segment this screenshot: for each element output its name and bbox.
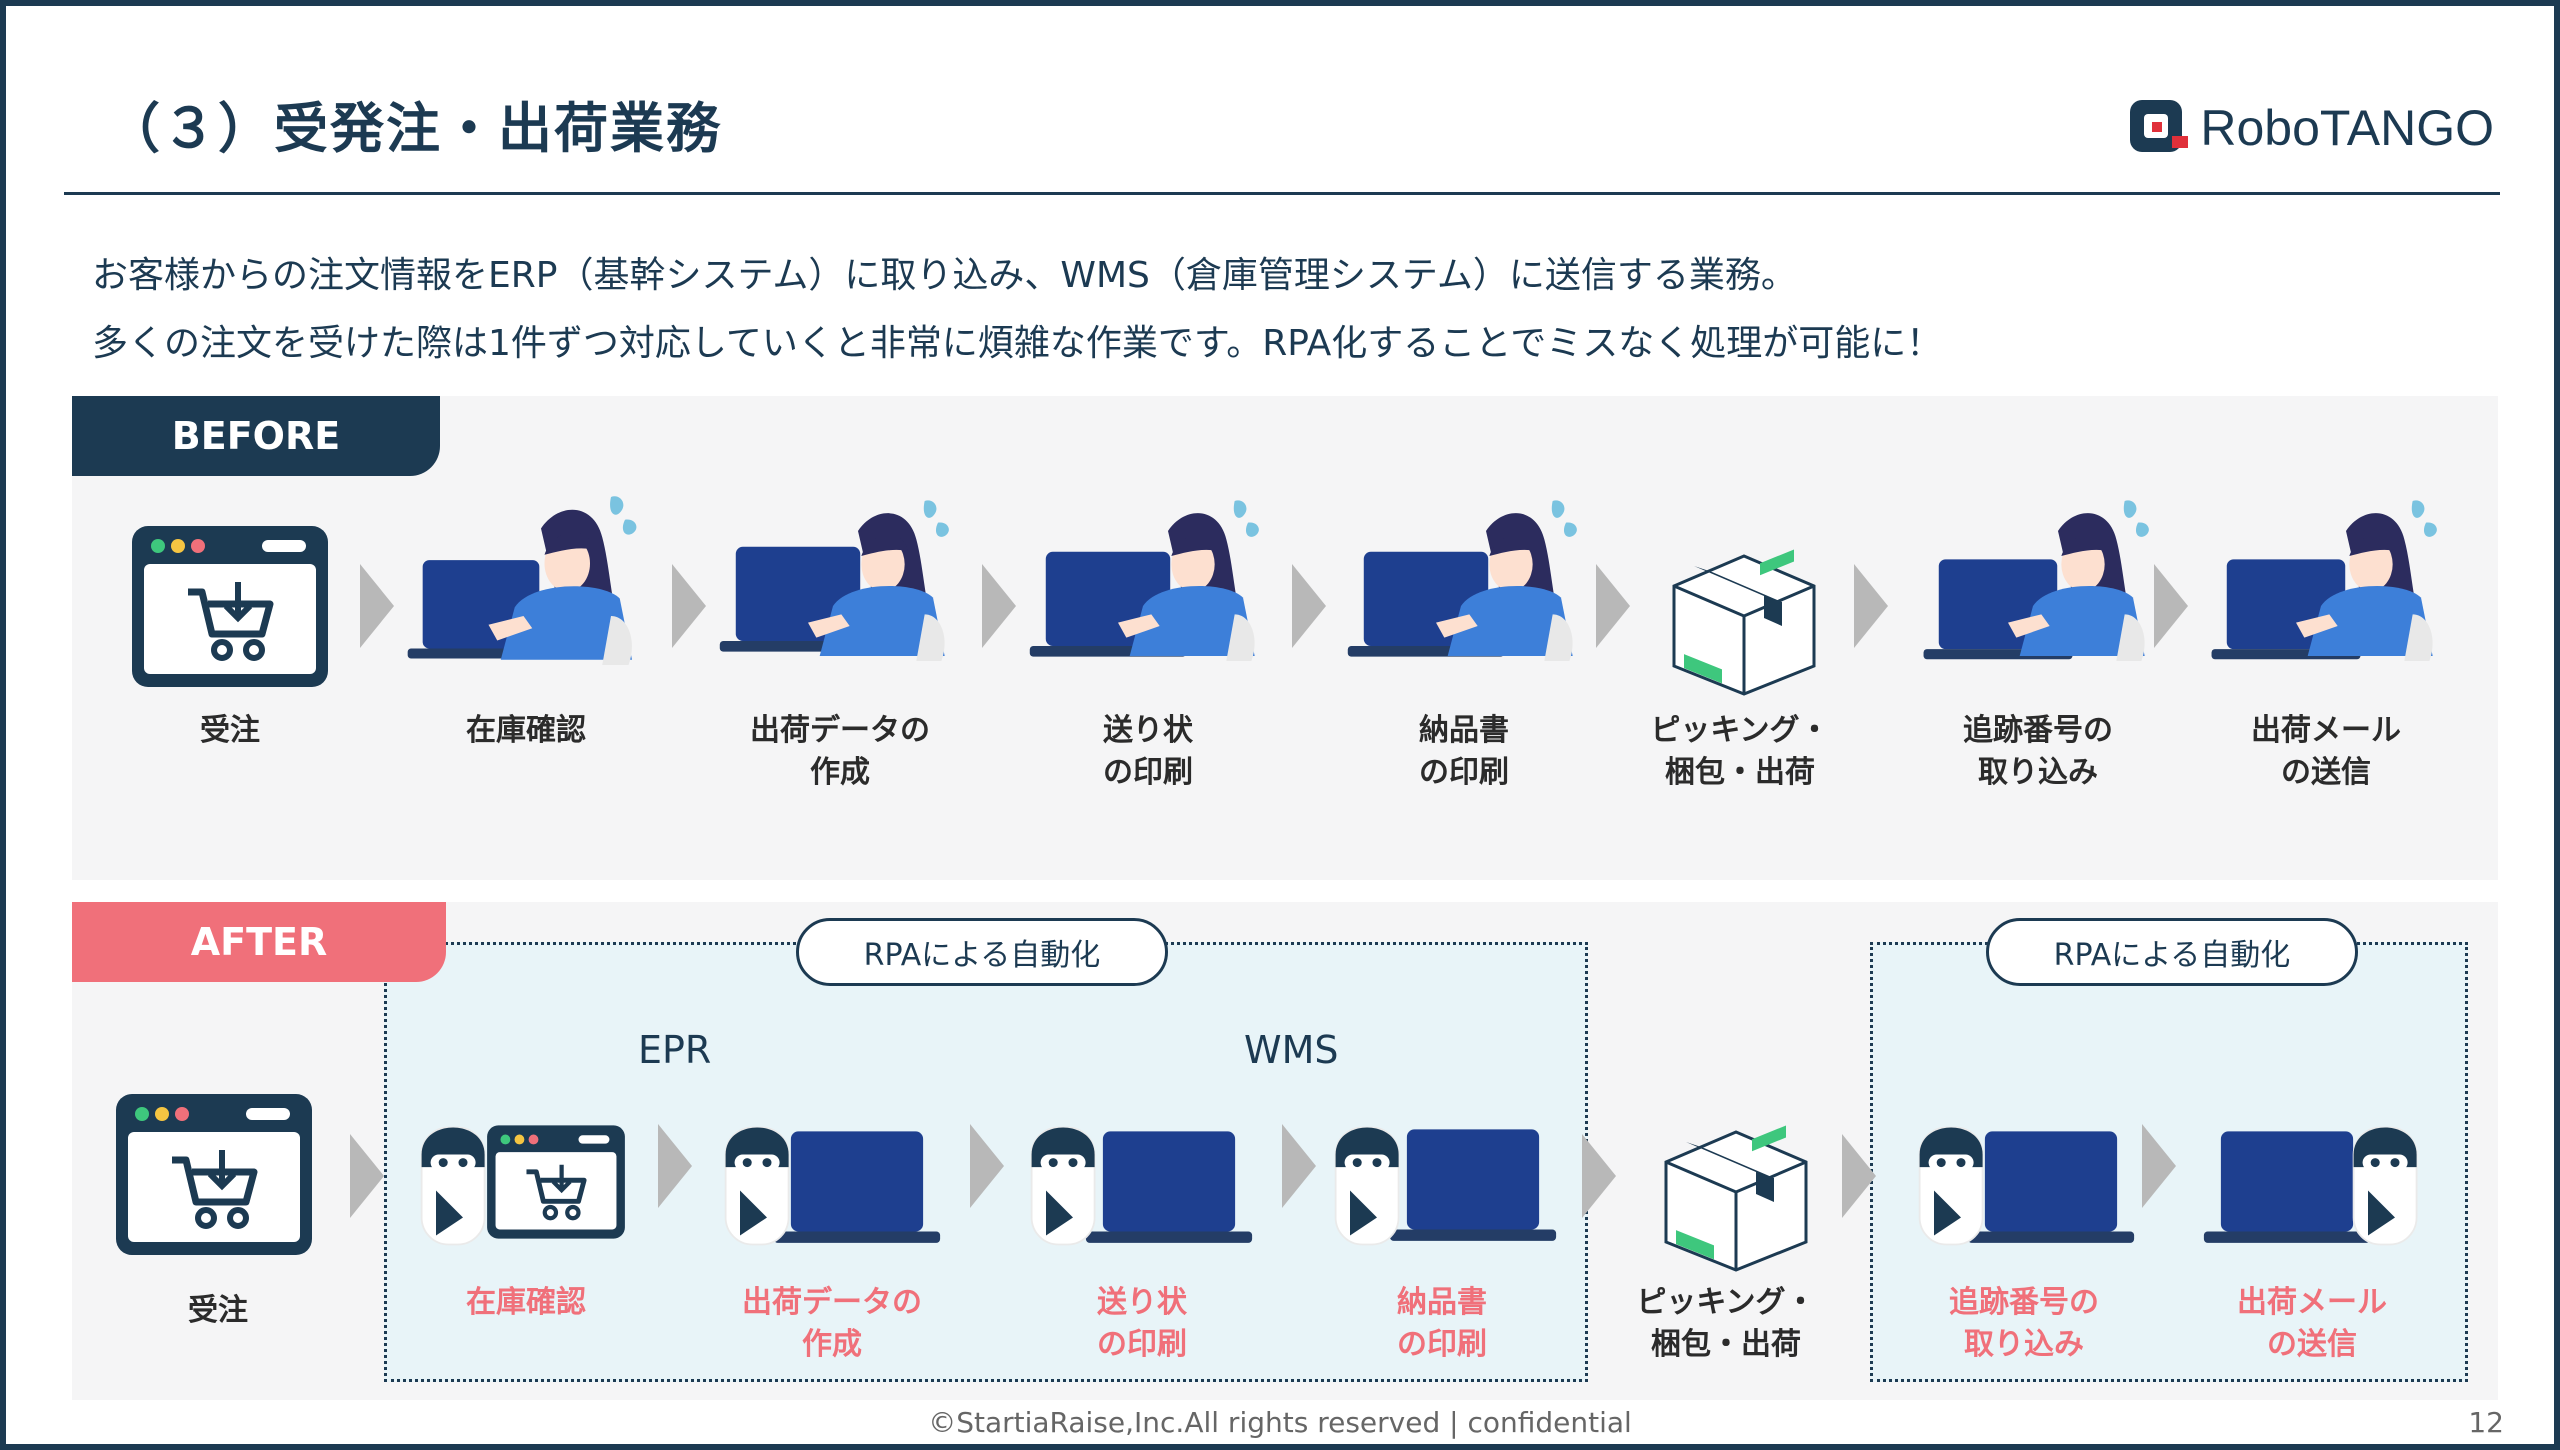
robot-browser-icon — [418, 1116, 638, 1266]
woman-at-laptop-icon — [406, 476, 646, 686]
robotango-logo-icon — [2130, 100, 2189, 152]
before-step-label: 送り状の印刷 — [1103, 713, 1193, 790]
after-step-label: ピッキング・梱包・出荷 — [1636, 1285, 1816, 1362]
flow-arrow — [1292, 564, 1326, 648]
intro-line-1: お客様からの注文情報をERP（基幹システム）に取り込み、WMS（倉庫管理システム… — [92, 255, 1797, 296]
after-step-label: 在庫確認 — [466, 1285, 586, 1320]
before-tab: BEFORE — [72, 396, 440, 476]
after-step-label: 送り状の印刷 — [1097, 1285, 1187, 1362]
automation-label: RPAによる自動化 — [1986, 918, 2358, 986]
flow-arrow — [350, 1134, 384, 1218]
before-step-label: 納品書の印刷 — [1419, 713, 1509, 790]
after-step-label: 受注 — [188, 1293, 248, 1328]
robot-invoice-icon — [1332, 1092, 1562, 1266]
before-step-label: 出荷メールの送信 — [2251, 713, 2401, 790]
slide: （３）受発注・出荷業務 RoboTANGO お客様からの注文情報をERP（基幹シ… — [6, 6, 2554, 1444]
woman-at-laptop-checklist-icon — [718, 476, 958, 686]
logo-text: RoboTANGO — [2200, 100, 2494, 156]
flow-arrow — [1596, 564, 1630, 648]
shopping-cart-browser-icon — [114, 1092, 314, 1257]
copyright-footer: ©StartiaRaise,Inc.All rights reserved | … — [928, 1406, 1632, 1439]
robot-laptop-mail-icon — [2202, 1116, 2422, 1266]
before-step-label: 追跡番号の取り込み — [1963, 713, 2113, 790]
flow-arrow — [658, 1124, 692, 1208]
flow-arrow — [672, 564, 706, 648]
flow-arrow — [1282, 1124, 1316, 1208]
robot-laptop-spreadsheet-icon — [1916, 1116, 2136, 1266]
flow-arrow — [1842, 1134, 1876, 1218]
page-title: （３）受発注・出荷業務 — [106, 97, 722, 160]
before-step-label: 出荷データの作成 — [750, 713, 930, 790]
after-step-label: 出荷データの作成 — [742, 1285, 922, 1362]
flow-arrow — [970, 1124, 1004, 1208]
flow-arrow — [1582, 1134, 1616, 1218]
flow-arrow — [2142, 1124, 2176, 1208]
robot-laptop-form-icon — [1028, 1116, 1258, 1266]
logo: RoboTANGO — [2126, 96, 2494, 160]
woman-at-laptop-mail-icon — [2206, 476, 2446, 686]
before-step-label: 受注 — [200, 713, 260, 748]
flow-arrow — [982, 564, 1016, 648]
after-step-label: 追跡番号の取り込み — [1949, 1285, 2099, 1362]
after-step-label: 出荷メールの送信 — [2237, 1285, 2387, 1362]
automation-label: RPAによる自動化 — [796, 918, 1168, 986]
after-tab: AFTER — [72, 902, 446, 982]
before-step-label: ピッキング・梱包・出荷 — [1650, 713, 1830, 790]
title-divider — [64, 192, 2500, 195]
package-box-icon — [1656, 1122, 1816, 1272]
woman-at-laptop-form-icon — [1028, 476, 1268, 686]
shopping-cart-browser-icon — [130, 524, 330, 689]
before-step-label: 在庫確認 — [466, 713, 586, 748]
page-number: 12 — [2468, 1406, 2504, 1439]
flow-arrow — [360, 564, 394, 648]
flow-arrow — [2154, 564, 2188, 648]
after-step-label: 納品書の印刷 — [1397, 1285, 1487, 1362]
package-box-icon — [1664, 546, 1824, 696]
robot-laptop-checklist-icon — [722, 1116, 942, 1266]
woman-with-invoice-icon — [1346, 476, 1586, 686]
system-label-wms: WMS — [1244, 1028, 1339, 1072]
intro-line-2: 多くの注文を受けた際は1件ずつ対応していくと非常に煩雑な作業です。RPA化するこ… — [92, 323, 1943, 364]
flow-arrow — [1854, 564, 1888, 648]
system-label-erp: EPR — [638, 1028, 712, 1072]
woman-at-laptop-spreadsheet-icon — [1918, 476, 2158, 686]
